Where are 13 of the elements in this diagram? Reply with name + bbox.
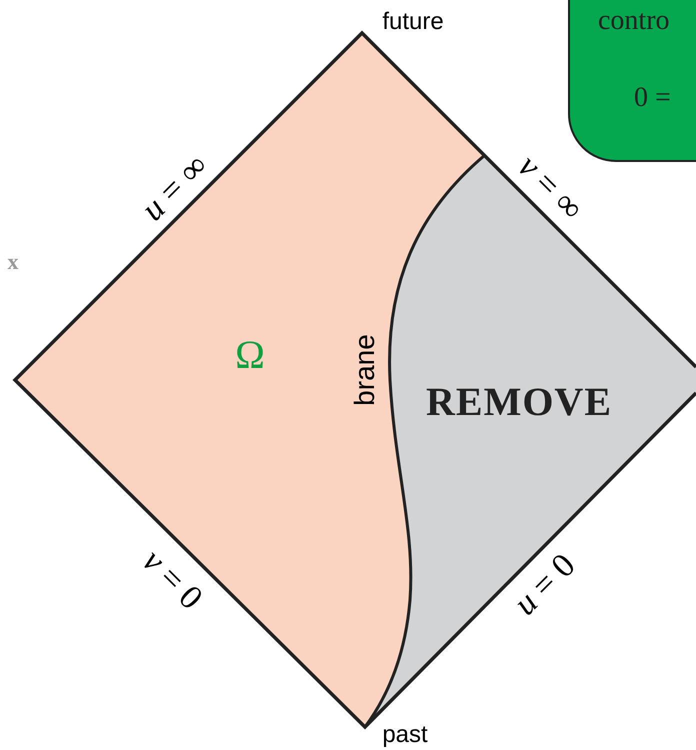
axis-label: future xyxy=(382,10,444,34)
boundary-label: u = ∞ xyxy=(136,148,214,228)
equation-text: 0 = xyxy=(634,81,671,115)
equation-box xyxy=(568,0,696,162)
boundary-label: v = 0 xyxy=(136,544,208,616)
region-label: Ω xyxy=(235,335,265,375)
region-label: REMOVE xyxy=(426,382,612,422)
boundary-label: v = ∞ xyxy=(511,149,589,227)
boundary-label: u = 0 xyxy=(508,548,582,622)
equation-text: contro xyxy=(598,4,670,38)
brane-label: brane xyxy=(351,334,379,406)
variable-label: x xyxy=(8,251,18,273)
axis-label: past xyxy=(382,723,428,747)
